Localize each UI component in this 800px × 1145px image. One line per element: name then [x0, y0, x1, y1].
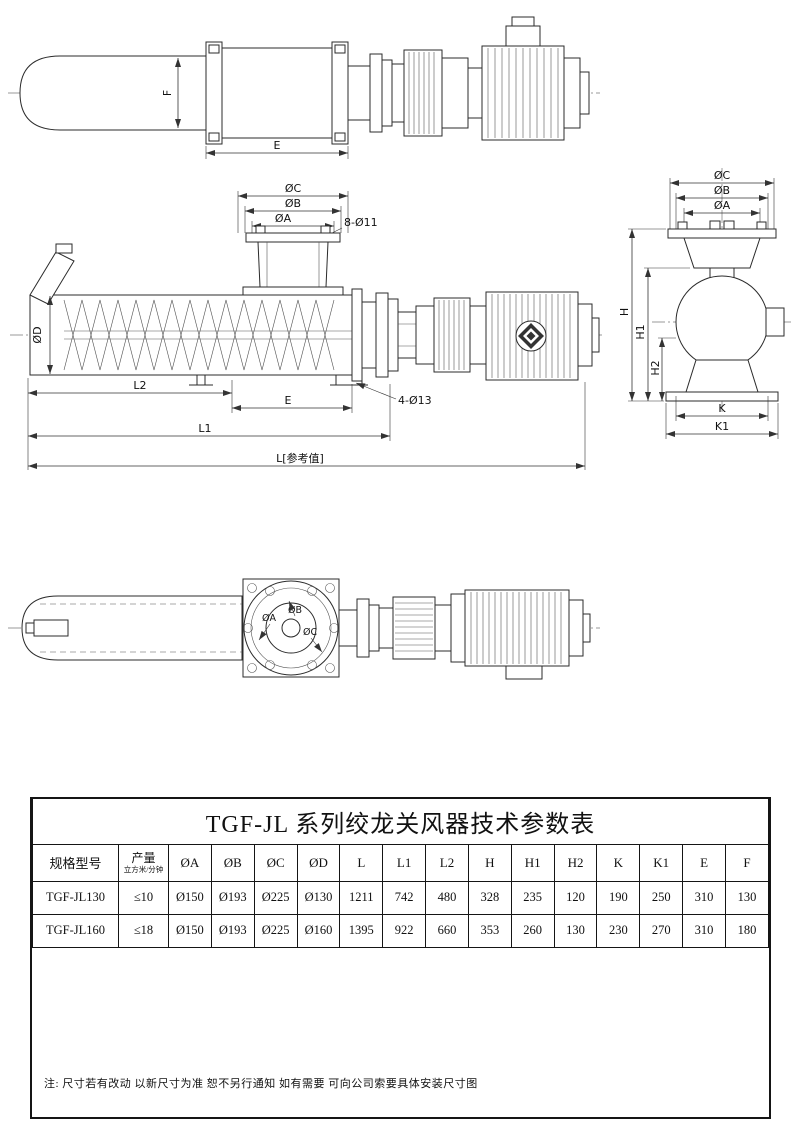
col-header: K [596, 843, 641, 882]
table-row: TGF-JL130 ≤10 Ø150 Ø193 Ø225 Ø130 1211 7… [32, 880, 770, 915]
col-header: L2 [425, 843, 469, 882]
parameters-table: TGF-JL 系列绞龙关风器技术参数表 规格型号 产量 立方米/分钟 ØA ØB… [32, 799, 770, 948]
table-cell: Ø225 [253, 880, 298, 915]
table-cell: Ø160 [296, 913, 341, 948]
table-cell: 660 [425, 913, 469, 948]
col-header: ØB [210, 843, 255, 882]
table-cell: TGF-JL160 [32, 913, 119, 948]
dim-label-h: H [618, 308, 631, 316]
dim-label-oa-front: ØA [262, 613, 276, 624]
table-cell: 270 [639, 913, 684, 948]
col-header: L1 [382, 843, 427, 882]
table-cell: 130 [553, 913, 598, 948]
table-cell: 480 [425, 880, 469, 915]
title-block-frame: TGF-JL 系列绞龙关风器技术参数表 规格型号 产量 立方米/分钟 ØA ØB… [30, 797, 771, 1119]
col-header: H [467, 843, 512, 882]
table-cell: 310 [682, 880, 726, 915]
capacity-label: 产量 [131, 850, 156, 865]
dim-label-e-side: E [285, 394, 292, 407]
col-header-capacity: 产量 立方米/分钟 [118, 843, 169, 882]
dim-label-k1: K1 [715, 420, 729, 433]
col-header: L [339, 843, 384, 882]
table-cell: 120 [553, 880, 598, 915]
col-header: E [682, 843, 726, 882]
dim-label-e-plan: E [274, 139, 281, 152]
table-cell: Ø150 [168, 913, 212, 948]
dim-label-oc-end: ØC [714, 169, 731, 182]
front-view: ØA ØB ØC [8, 578, 600, 680]
table-cell: 353 [467, 913, 512, 948]
dim-label-h1: H1 [634, 324, 647, 339]
dim-label-od: ØD [31, 326, 44, 343]
table-cell: 235 [510, 880, 555, 915]
table-title: TGF-JL 系列绞龙关风器技术参数表 [32, 799, 769, 845]
table-cell: Ø193 [210, 913, 255, 948]
table-cell: Ø130 [296, 880, 341, 915]
table-cell: 250 [639, 880, 684, 915]
table-cell: ≤10 [118, 880, 169, 915]
dim-label-h2: H2 [649, 360, 662, 375]
col-header: K1 [639, 843, 684, 882]
table-cell: ≤18 [118, 913, 169, 948]
dim-label-k: K [718, 402, 726, 415]
technical-drawing: F E ØC ØB ØA 8-Ø11 [8, 16, 794, 680]
table-cell: Ø225 [253, 913, 298, 948]
dim-label-l-ref: L[参考值] [276, 451, 324, 465]
dim-label-oc-front: ØC [303, 627, 317, 638]
table-cell: 310 [682, 913, 726, 948]
dim-label-ob-end: ØB [714, 184, 730, 197]
plan-view: F E [8, 16, 600, 159]
dim-label-f: F [161, 90, 174, 96]
col-header: F [724, 843, 770, 882]
table-cell: Ø193 [210, 880, 255, 915]
end-view: ØC ØB ØA H H1 H2 K K1 [618, 168, 794, 439]
table-cell: 130 [724, 880, 770, 915]
table-cell: 742 [382, 880, 427, 915]
table-cell: Ø150 [168, 880, 212, 915]
col-header: ØC [253, 843, 298, 882]
dim-label-bolt-top: 8-Ø11 [344, 216, 378, 229]
table-cell: 230 [596, 913, 641, 948]
table-header-row: 规格型号 产量 立方米/分钟 ØA ØB ØC ØD L L1 L2 H H1 … [32, 843, 770, 882]
col-header: ØD [296, 843, 341, 882]
dim-label-l2: L2 [133, 379, 146, 392]
dim-label-oa-end: ØA [714, 199, 731, 212]
dim-label-ob-front: ØB [288, 605, 302, 616]
table-title-row: TGF-JL 系列绞龙关风器技术参数表 [32, 799, 769, 845]
footnote: 注: 尺寸若有改动 以新尺寸为准 恕不另行通知 如有需要 可向公司索要具体安装尺… [44, 1078, 478, 1090]
dim-label-oc-side: ØC [285, 182, 302, 195]
dim-label-ob-side: ØB [285, 197, 301, 210]
table-cell: TGF-JL130 [32, 880, 119, 915]
table-cell: 922 [382, 913, 427, 948]
table-cell: 328 [467, 880, 512, 915]
table-cell: 1395 [339, 913, 384, 948]
table-cell: 1211 [339, 880, 384, 915]
col-header-model: 规格型号 [32, 843, 119, 882]
table-row: TGF-JL160 ≤18 Ø150 Ø193 Ø225 Ø160 1395 9… [32, 913, 770, 948]
col-header: H1 [510, 843, 555, 882]
capacity-unit: 立方米/分钟 [123, 864, 164, 874]
dim-label-oa-side: ØA [275, 212, 292, 225]
col-header: H2 [553, 843, 598, 882]
table-cell: 190 [596, 880, 641, 915]
col-header: ØA [168, 843, 212, 882]
dim-label-l1: L1 [198, 422, 211, 435]
table-cell: 180 [724, 913, 770, 948]
dim-label-bolt-base: 4-Ø13 [398, 394, 432, 407]
side-view: ØC ØB ØA 8-Ø11 ØD [10, 182, 602, 470]
table-cell: 260 [510, 913, 555, 948]
